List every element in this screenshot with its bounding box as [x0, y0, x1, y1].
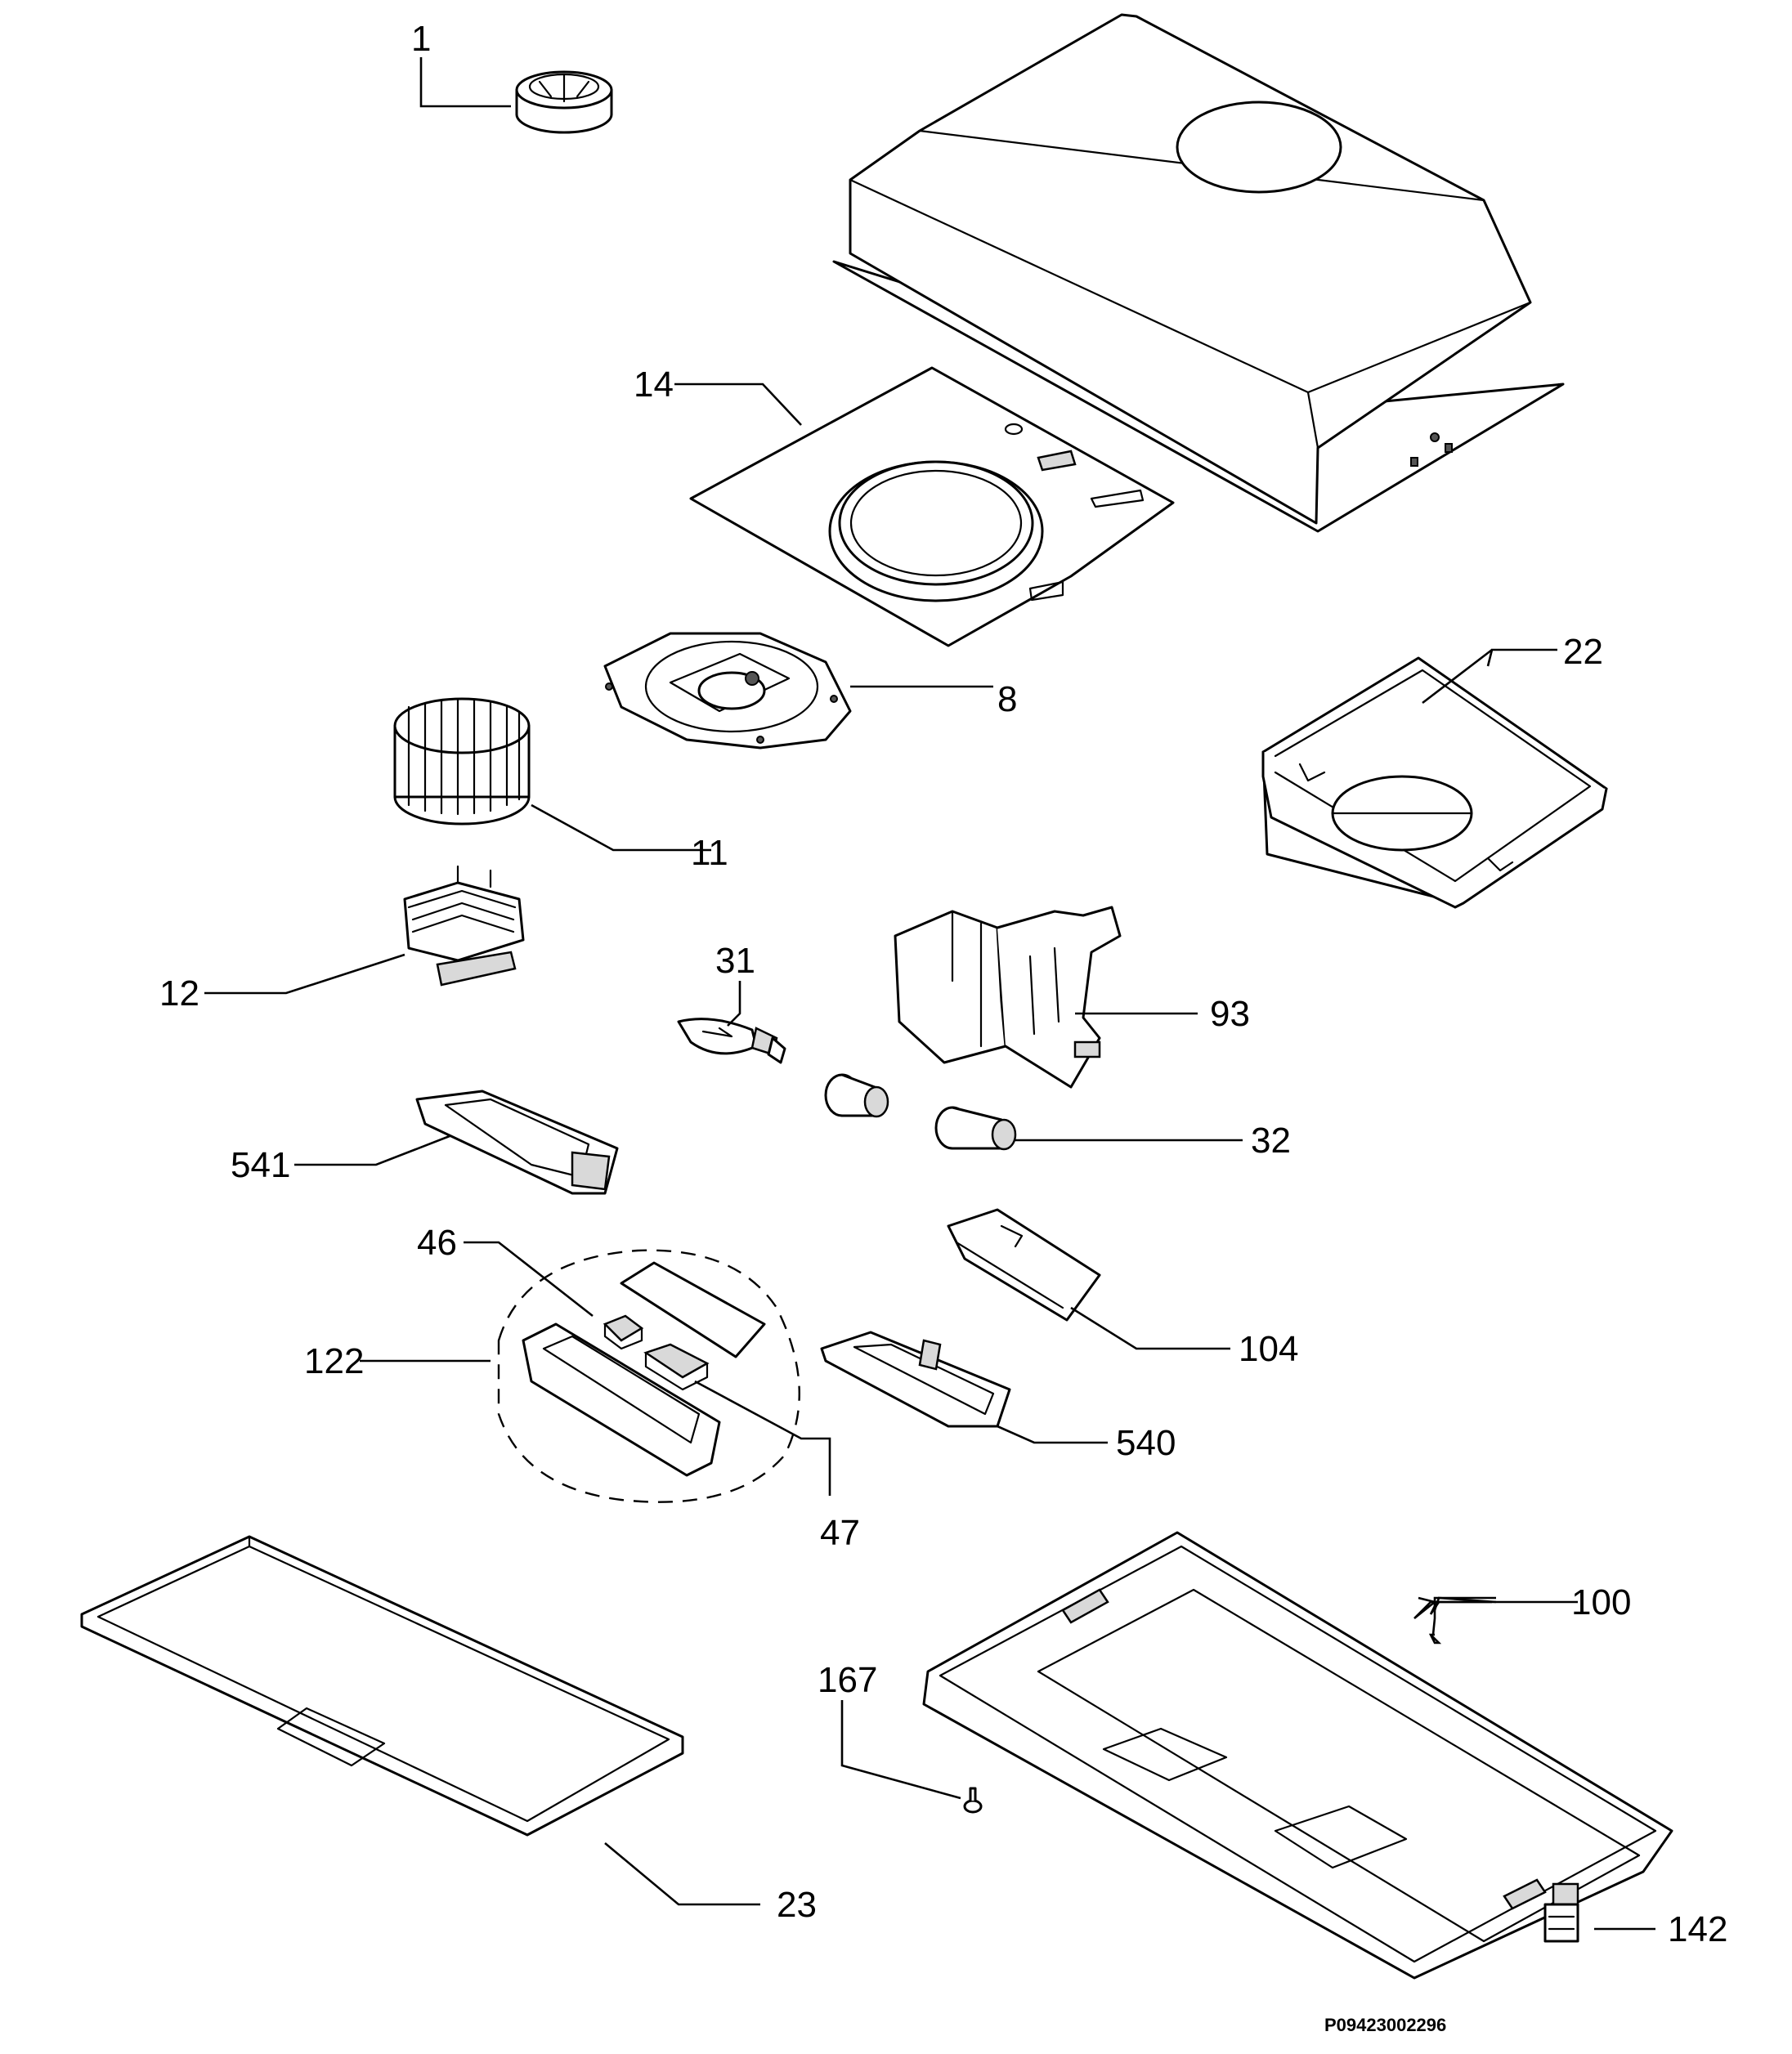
- part-32-lampholder-b: [934, 1106, 1017, 1151]
- part-23-grease-filter: [80, 1535, 684, 1837]
- label-12: 12: [159, 973, 199, 1014]
- part-104-light-cover: [947, 1208, 1101, 1322]
- label-32: 32: [1251, 1121, 1291, 1161]
- label-11: 11: [691, 833, 728, 873]
- label-47: 47: [820, 1513, 860, 1553]
- part-46-terminal-block: [603, 1314, 644, 1350]
- part-32-lampholder-a: [824, 1073, 889, 1118]
- part-142-switch: [1543, 1882, 1579, 1943]
- part-8-motor-plate: [603, 632, 852, 750]
- leader-lines: [204, 57, 1655, 1931]
- label-14: 14: [634, 365, 674, 405]
- label-541: 541: [231, 1145, 290, 1185]
- part-1-spigot: [515, 70, 613, 134]
- part-93-control-housing: [894, 906, 1122, 1089]
- label-104: 104: [1239, 1329, 1298, 1369]
- part-541-lamp-cover: [415, 1090, 619, 1195]
- label-167: 167: [818, 1660, 877, 1700]
- label-93: 93: [1210, 994, 1250, 1034]
- part-22-filter-tray: [1261, 656, 1608, 909]
- part-labels: 1 14 8 22 11 12 31 93 541 32 46 122 104 …: [159, 19, 1727, 2035]
- part-100-bottom-frame: [922, 1531, 1673, 1980]
- label-100: 100: [1571, 1582, 1631, 1622]
- hood-housing: [832, 13, 1565, 533]
- label-142: 142: [1668, 1909, 1727, 1949]
- part-167-screw: [963, 1787, 983, 1814]
- label-540: 540: [1116, 1423, 1176, 1463]
- part-540-lamp-cover: [820, 1331, 1011, 1428]
- part-14-mounting-plate: [689, 366, 1175, 647]
- label-22: 22: [1563, 632, 1603, 672]
- part-47-terminal-block: [643, 1343, 710, 1391]
- part-12-motor: [403, 865, 525, 987]
- label-1: 1: [411, 19, 431, 59]
- part-122-electronics-group: [497, 1249, 800, 1503]
- drawing-code: P09423002296: [1324, 2015, 1446, 2035]
- label-8: 8: [997, 679, 1017, 719]
- label-31: 31: [715, 941, 755, 981]
- label-23: 23: [777, 1885, 817, 1925]
- label-46: 46: [417, 1223, 457, 1263]
- part-11-blower-wheel: [393, 697, 531, 826]
- part-31-lamp-bulb: [677, 1018, 786, 1064]
- label-122: 122: [304, 1341, 364, 1381]
